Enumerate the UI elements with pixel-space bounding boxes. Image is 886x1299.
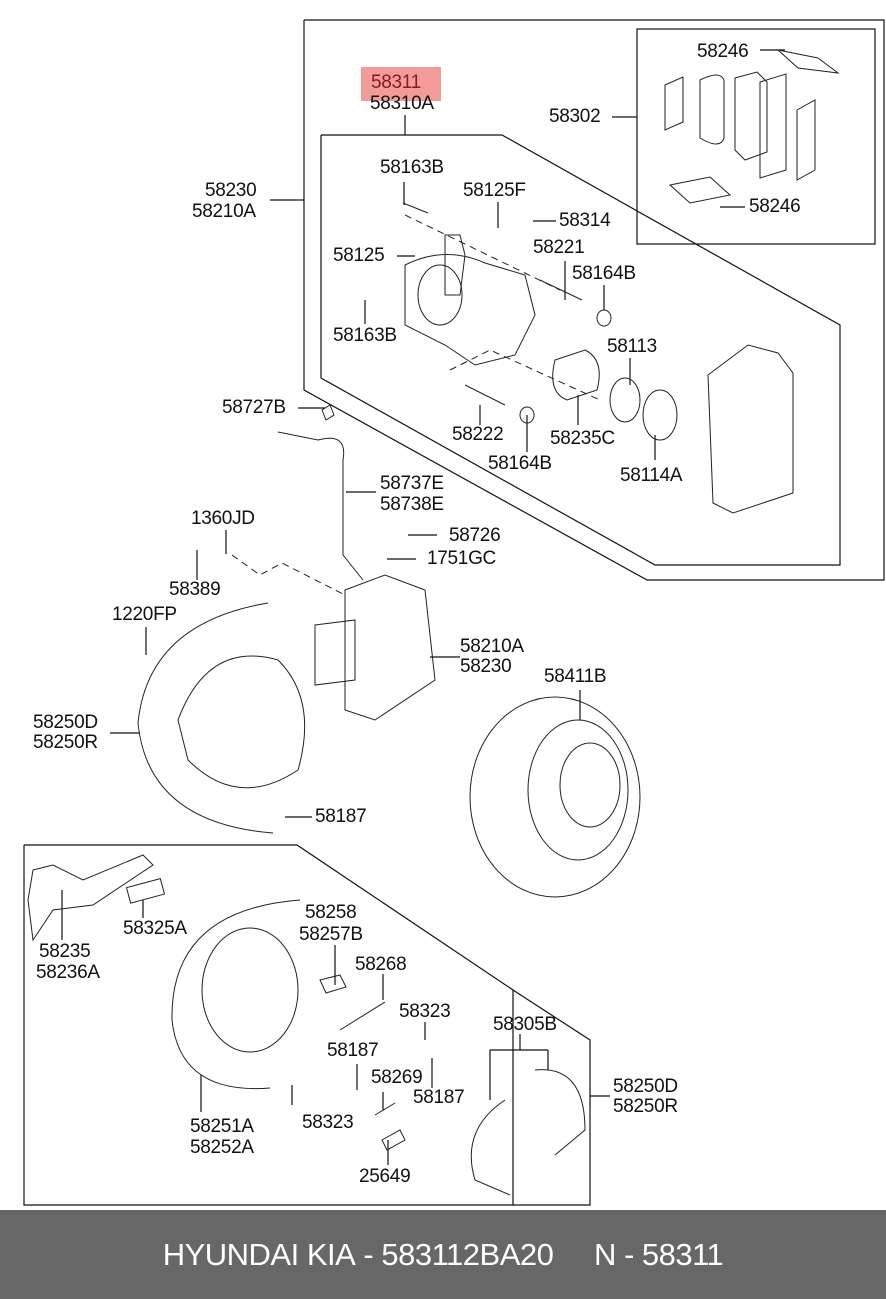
part-label-58305B[interactable]: 58305B — [493, 1014, 557, 1035]
part-number: 583112BA20 — [381, 1236, 554, 1272]
part-label-58323[interactable]: 58323 — [302, 1112, 354, 1133]
part-label-58125F[interactable]: 58125F — [463, 180, 526, 201]
part-label-1360JD[interactable]: 1360JD — [191, 508, 255, 529]
part-label-58251A[interactable]: 58251A — [190, 1116, 254, 1137]
part-label-58163B[interactable]: 58163B — [333, 325, 397, 346]
part-label-58187[interactable]: 58187 — [413, 1087, 465, 1108]
part-label-58738E[interactable]: 58738E — [380, 494, 444, 515]
part-label-58257B[interactable]: 58257B — [299, 924, 363, 945]
part-number-footer: HYUNDAI KIA - 583112BA20 N - 58311 — [0, 1210, 886, 1299]
part-label-1220FP[interactable]: 1220FP — [112, 604, 177, 625]
part-label-58246[interactable]: 58246 — [697, 41, 749, 62]
brand-name: HYUNDAI KIA — [162, 1236, 356, 1272]
part-label-58325A[interactable]: 58325A — [123, 918, 187, 939]
part-label-58113[interactable]: 58113 — [607, 336, 657, 357]
part-label-58235C[interactable]: 58235C — [550, 428, 615, 449]
part-label-58250R[interactable]: 58250R — [613, 1096, 678, 1117]
highlight-58311 — [361, 67, 441, 101]
part-label-58268[interactable]: 58268 — [355, 954, 407, 975]
part-label-58727B[interactable]: 58727B — [222, 397, 286, 418]
n-label: N — [593, 1236, 616, 1272]
gap — [553, 1237, 594, 1273]
parts-diagram: 58311 58310A 58246 58302 58246 58230 582… — [23, 19, 885, 1206]
part-label-58252A[interactable]: 58252A — [190, 1137, 254, 1158]
diagram-number: 58311 — [641, 1236, 724, 1272]
part-label-58258[interactable]: 58258 — [305, 902, 357, 923]
part-label-58310A[interactable]: 58310A — [370, 93, 434, 114]
part-label-58125[interactable]: 58125 — [333, 245, 385, 266]
part-label-58389[interactable]: 58389 — [169, 579, 221, 600]
part-label-58236A[interactable]: 58236A — [36, 962, 100, 983]
part-label-58269[interactable]: 58269 — [371, 1067, 423, 1088]
part-label-58302[interactable]: 58302 — [549, 106, 601, 127]
part-label-58187[interactable]: 58187 — [315, 806, 367, 827]
part-label-58210A[interactable]: 58210A — [192, 201, 256, 222]
part-label-58230[interactable]: 58230 — [460, 656, 512, 677]
part-label-58737E[interactable]: 58737E — [380, 473, 444, 494]
part-label-58187[interactable]: 58187 — [327, 1040, 379, 1061]
part-label-58726[interactable]: 58726 — [449, 525, 501, 546]
part-label-58230[interactable]: 58230 — [205, 180, 257, 201]
part-label-58250R[interactable]: 58250R — [33, 732, 98, 753]
part-label-25649[interactable]: 25649 — [359, 1166, 411, 1187]
part-label-58311[interactable]: 58311 — [371, 72, 421, 93]
separator: - — [355, 1236, 382, 1272]
part-label-58221[interactable]: 58221 — [533, 237, 585, 258]
part-label-58250D[interactable]: 58250D — [33, 712, 98, 733]
part-label-58163B[interactable]: 58163B — [380, 157, 444, 178]
diagram-linework — [23, 19, 885, 1206]
part-label-58164B[interactable]: 58164B — [572, 263, 636, 284]
part-label-58314[interactable]: 58314 — [559, 210, 611, 231]
part-label-58114A[interactable]: 58114A — [620, 465, 683, 486]
separator: - — [615, 1236, 642, 1272]
part-label-58235[interactable]: 58235 — [39, 941, 91, 962]
part-label-58411B[interactable]: 58411B — [544, 666, 607, 687]
part-label-58222[interactable]: 58222 — [452, 424, 504, 445]
part-label-58210A[interactable]: 58210A — [460, 636, 524, 657]
part-label-58250D[interactable]: 58250D — [613, 1076, 678, 1097]
part-label-58164B[interactable]: 58164B — [488, 453, 552, 474]
part-label-1751GC[interactable]: 1751GC — [427, 548, 496, 569]
part-label-58246[interactable]: 58246 — [749, 196, 801, 217]
part-label-58323[interactable]: 58323 — [399, 1001, 451, 1022]
